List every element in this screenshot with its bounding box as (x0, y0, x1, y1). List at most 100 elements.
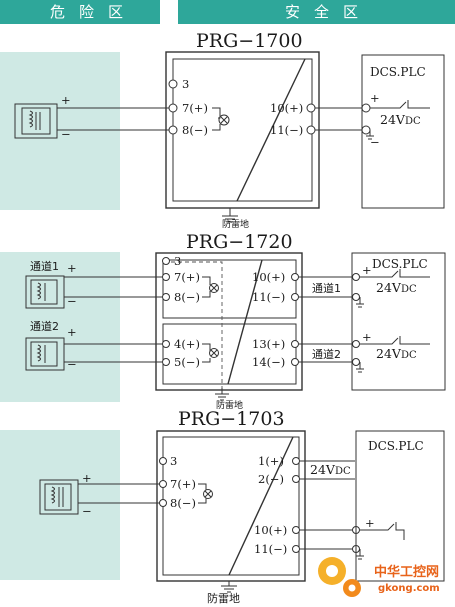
gear-hub-small (348, 584, 356, 592)
sensor-box-2b (25, 337, 65, 371)
terminal-2-s3 (292, 475, 300, 483)
sensor-minus-1: − (61, 127, 71, 141)
sensor-inner-2b (30, 341, 58, 367)
ground-icon-3 (221, 585, 237, 593)
led-icon-2b (209, 348, 219, 358)
battery-icon-2a (356, 297, 364, 308)
terminal-11-s2 (291, 293, 299, 301)
channel-label-1: 通道1 (30, 259, 59, 273)
sensor-plus-3: + (82, 471, 92, 485)
module-box-3 (156, 430, 306, 582)
label-t13-s2: 13(+) (252, 337, 285, 351)
terminal-7-s2 (162, 273, 170, 281)
supply-24v-1: 24VDC (380, 112, 421, 127)
led-cross-1 (220, 116, 228, 124)
internal-wire-s1a (212, 107, 221, 119)
dcs-label-3: DCS.PLC (368, 439, 424, 453)
battery-icon-2b (356, 362, 364, 373)
label-t7-s2: 7(+) (174, 270, 200, 284)
sensor-minus-2b: − (67, 357, 77, 371)
label-t8-s3: 8(−) (170, 496, 196, 510)
watermark-logo: 中华工控网 gkong.com (318, 557, 440, 597)
dcs-terminal-plus-2a (352, 273, 360, 281)
dcs-box-2 (351, 252, 446, 391)
label-t3-s3: 3 (170, 454, 177, 468)
ground-label-2: 防雷地 (216, 399, 243, 411)
terminal-4-s2 (162, 340, 170, 348)
module-box-2 (155, 252, 303, 391)
dcs-terminal-plus-1 (361, 103, 371, 113)
coil-icon-2a (36, 282, 41, 300)
label-t11-s3: 11(−) (254, 542, 287, 556)
terminal-3-s2 (162, 257, 170, 265)
ground-icon-1 (222, 215, 238, 223)
terminal-10-s2 (291, 273, 299, 281)
sensor-minus-3: − (82, 504, 92, 518)
terminal-10-s1 (306, 103, 316, 113)
ground-label-3: 防雷地 (207, 591, 240, 605)
led-icon-1 (218, 114, 230, 126)
terminal-10-s3 (292, 526, 300, 534)
label-t11-s1: 11(−) (270, 123, 303, 137)
switch-icon-1 (370, 100, 430, 109)
terminal-3-s3 (159, 457, 167, 465)
terminal-11-s3 (292, 545, 300, 553)
ground-icon-2 (215, 393, 229, 401)
model-title-2: PRG−1720 (186, 231, 293, 253)
label-t2-s3: 2(−) (258, 472, 284, 486)
module-inner-2a (162, 259, 297, 319)
label-t14-s2: 14(−) (252, 355, 285, 369)
dcs-box-1 (361, 54, 445, 209)
led-icon-3 (203, 489, 213, 499)
dcs-label-1: DCS.PLC (370, 65, 426, 79)
battery-icon-1 (366, 130, 374, 140)
danger-zone-label: 危险区 (50, 3, 137, 21)
internal-wire-s2d (202, 358, 211, 363)
isolation-barrier-2 (227, 259, 263, 385)
label-t8-s2: 8(−) (174, 290, 200, 304)
led-cross-3 (204, 490, 212, 498)
dcs-plus-2a: + (362, 263, 372, 277)
coil-icon-1 (28, 110, 33, 128)
dcs-terminal-minus-1 (361, 125, 371, 135)
label-t3-s2: 3 (174, 254, 181, 268)
terminal-7-s3 (159, 480, 167, 488)
safe-zone-label: 安全区 (285, 3, 372, 21)
internal-wire-s1b (212, 124, 221, 131)
dcs-plus-2b: + (362, 330, 372, 344)
sensor-box-2a (25, 275, 65, 309)
sensor-plus-1: + (61, 93, 71, 107)
danger-zone-banner (0, 0, 160, 24)
terminal-11-s1 (306, 125, 316, 135)
out-channel-label-1: 通道1 (312, 281, 341, 295)
terminal-8-s3 (159, 499, 167, 507)
label-t10-s3: 10(+) (254, 523, 287, 537)
isolation-barrier-1 (236, 58, 306, 202)
watermark-url: gkong.com (378, 583, 440, 594)
dashed-ground-2 (164, 261, 223, 388)
dcs-plus-3: + (365, 516, 375, 530)
label-t8-s1: 8(−) (182, 123, 208, 137)
internal-wire-s2b (202, 291, 211, 298)
battery-icon-3 (356, 549, 364, 560)
gear-hub (326, 565, 338, 577)
hazard-area-2 (0, 252, 120, 402)
sensor-minus-2a: − (67, 294, 77, 308)
led-cross-2b (210, 349, 218, 357)
dcs-label-2: DCS.PLC (372, 257, 428, 271)
hazard-area-3 (0, 430, 120, 580)
sensor-plus-2b: + (67, 325, 77, 339)
terminal-13-s2 (291, 340, 299, 348)
label-t10-s2: 10(+) (252, 270, 285, 284)
terminal-5-s2 (162, 358, 170, 366)
sensor-inner-2a (30, 279, 58, 305)
terminal-3-s1 (168, 79, 178, 89)
watermark-name: 中华工控网 (374, 564, 439, 580)
dcs-plus-1: + (370, 91, 380, 105)
supply-24v-3: 24VDC (310, 462, 351, 477)
internal-wire-s3b (198, 498, 207, 504)
supply-24v-2b: 24VDC (376, 346, 417, 361)
coil-icon-3 (50, 486, 55, 504)
label-t11-s2: 11(−) (252, 290, 285, 304)
model-title-1: PRG−1700 (196, 30, 303, 52)
